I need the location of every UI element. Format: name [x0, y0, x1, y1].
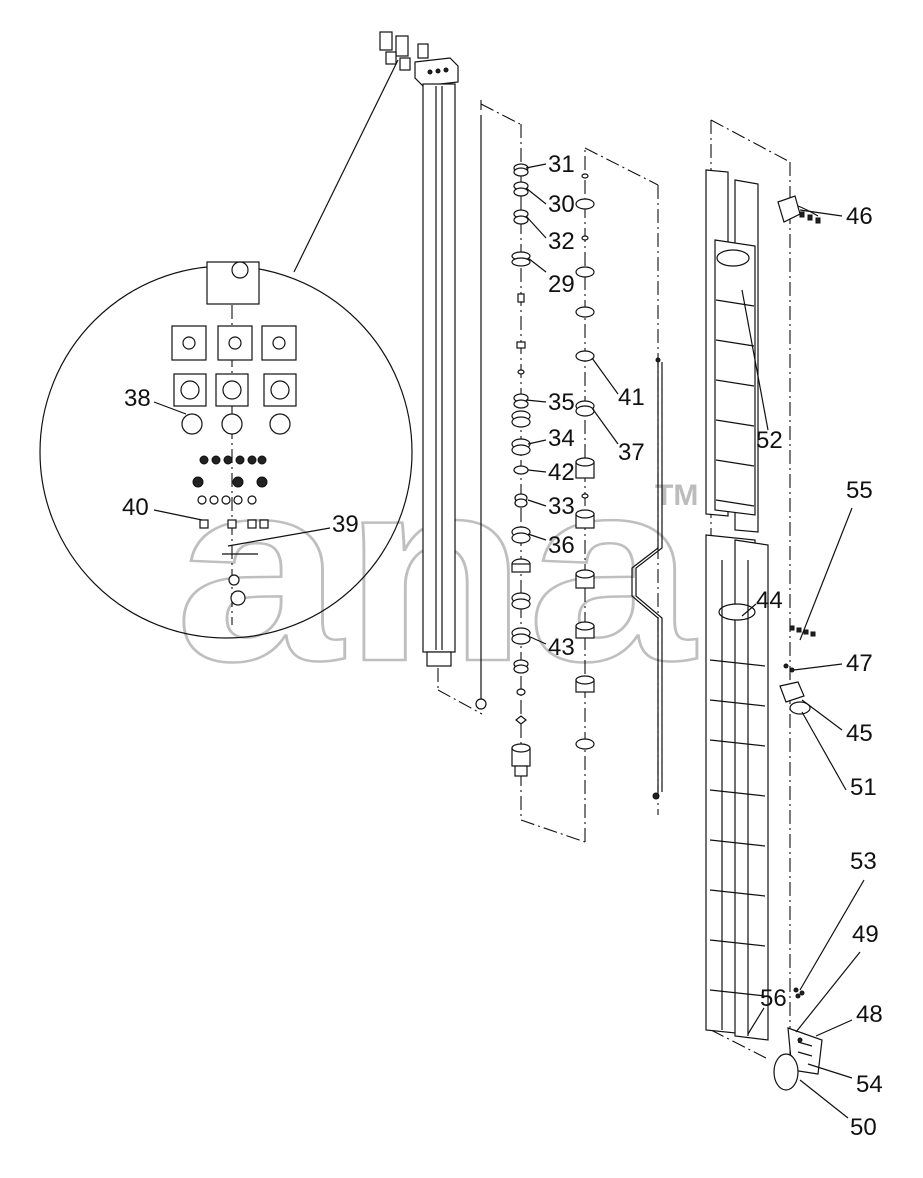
- callout-40: 40: [122, 494, 149, 521]
- callout-34: 34: [548, 425, 575, 452]
- callout-55: 55: [846, 477, 873, 504]
- side-components: [773, 195, 823, 1091]
- callout-49: 49: [852, 921, 879, 948]
- callout-labels: 31 30 32 29 41 35 37 34 42 33 36 43 38 4…: [122, 151, 883, 1141]
- callout-29: 29: [548, 271, 575, 298]
- callout-46: 46: [846, 203, 873, 230]
- callout-41: 41: [618, 384, 645, 411]
- callout-31: 31: [548, 151, 575, 178]
- zoom-detail-circle: [39, 59, 413, 639]
- callout-53: 53: [850, 848, 877, 875]
- callout-36: 36: [548, 532, 575, 559]
- callout-56: 56: [760, 985, 787, 1012]
- callout-42: 42: [548, 459, 575, 486]
- callout-48: 48: [856, 1001, 883, 1028]
- callout-43: 43: [548, 634, 575, 661]
- main-cylinder-tube: [422, 83, 483, 715]
- top-head-assembly: [379, 31, 459, 87]
- callout-54: 54: [856, 1071, 883, 1098]
- callout-44: 44: [756, 587, 783, 614]
- callout-35: 35: [548, 389, 575, 416]
- piston-rod: [475, 100, 521, 710]
- callout-51: 51: [850, 774, 877, 801]
- callout-33: 33: [548, 493, 575, 520]
- callout-50: 50: [850, 1114, 877, 1141]
- callout-39: 39: [332, 511, 359, 538]
- callout-30: 30: [548, 191, 575, 218]
- hydraulic-hose: [631, 357, 663, 800]
- leader-lines: [153, 163, 865, 1119]
- callout-45: 45: [846, 720, 873, 747]
- seal-stack-column: [511, 124, 659, 843]
- callout-38: 38: [124, 385, 151, 412]
- callout-47: 47: [846, 650, 873, 677]
- callout-37: 37: [618, 439, 645, 466]
- callout-52: 52: [756, 427, 783, 454]
- callout-32: 32: [548, 228, 575, 255]
